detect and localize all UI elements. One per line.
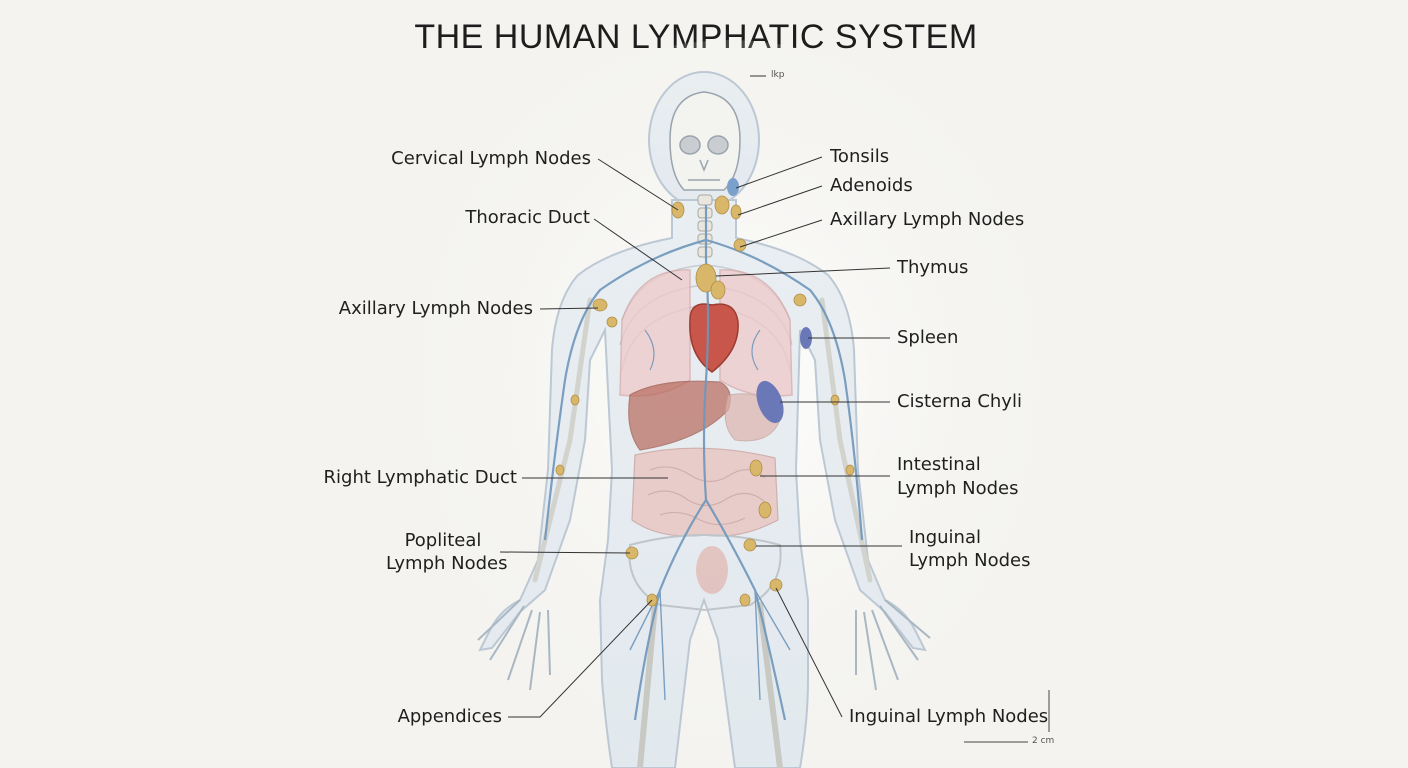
leader-axillary-right — [739, 219, 823, 248]
intestinal-node — [758, 501, 772, 519]
left-eye-socket — [679, 135, 701, 155]
inguinal-node — [743, 538, 757, 552]
label-inguinal-lymph-nodes-bottom: Inguinal Lymph Nodes — [849, 706, 1049, 727]
tonsil-organ — [727, 178, 739, 196]
label-inguinal: Inguinal — [909, 527, 981, 548]
label-popliteal-lymph-nodes: Lymph Nodes — [386, 553, 508, 574]
label-axillary-lymph-nodes-left: Axillary Lymph Nodes — [338, 298, 533, 319]
spleen-marker — [800, 327, 812, 349]
leader-thoracic — [593, 218, 683, 281]
popliteal-node — [739, 593, 751, 607]
arm-node — [570, 394, 580, 406]
arm-node — [830, 394, 840, 406]
top-marker-label: lkp — [771, 70, 785, 80]
label-thymus: Thymus — [897, 257, 969, 278]
arm-node — [555, 464, 565, 476]
label-thoracic-duct: Thoracic Duct — [465, 207, 590, 228]
leader-adenoids — [737, 185, 823, 216]
leader-cervical — [597, 158, 679, 211]
leader-lines — [499, 75, 902, 718]
leader-inguinal-bottom — [775, 587, 843, 718]
label-right-lymphatic-duct: Right Lymphatic Duct — [323, 467, 517, 488]
label-cisterna-chyli: Cisterna Chyli — [897, 391, 1022, 412]
heart — [689, 303, 739, 373]
leader-tonsils — [735, 156, 823, 189]
bladder — [696, 546, 728, 594]
leg-bones — [637, 602, 783, 768]
label-adenoids: Adenoids — [830, 175, 913, 196]
intestinal-node — [749, 459, 763, 477]
label-tonsils: Tonsils — [830, 146, 890, 167]
axillary-node — [606, 316, 618, 328]
hands — [477, 599, 931, 691]
scale-bar — [964, 690, 1050, 743]
leader-appendices — [508, 599, 653, 718]
label-cervical-lymph-nodes: Cervical Lymph Nodes — [391, 148, 591, 169]
spleen-organ — [756, 380, 784, 424]
axillary-node — [793, 293, 807, 307]
cervical-node — [730, 204, 742, 220]
right-eye-socket — [707, 135, 729, 155]
thymus-node — [695, 263, 717, 293]
cervical-node — [714, 195, 730, 215]
leader-thymus — [715, 267, 891, 277]
label-popliteal: Popliteal — [404, 530, 482, 551]
thymus-node — [710, 280, 726, 300]
skull — [669, 91, 741, 191]
inguinal-node — [769, 578, 783, 592]
axillary-node — [733, 238, 747, 252]
leader-axillary-left — [539, 307, 599, 310]
lymph-nodes — [555, 195, 855, 607]
leader-popliteal — [499, 551, 631, 554]
label-intestinal-lymph-nodes: Lymph Nodes — [897, 478, 1019, 499]
arm-node — [845, 464, 855, 476]
label-intestinal: Intestinal — [897, 454, 981, 475]
label-spleen: Spleen — [897, 327, 959, 348]
pelvis — [628, 534, 782, 612]
label-axillary-lymph-nodes-right: Axillary Lymph Nodes — [830, 209, 1025, 230]
lungs — [619, 269, 793, 397]
scale-bar-label: 2 cm — [1032, 736, 1055, 746]
axillary-node — [592, 298, 608, 312]
label-appendices: Appendices — [397, 706, 502, 727]
label-inguinal-lymph-nodes: Lymph Nodes — [909, 550, 1031, 571]
